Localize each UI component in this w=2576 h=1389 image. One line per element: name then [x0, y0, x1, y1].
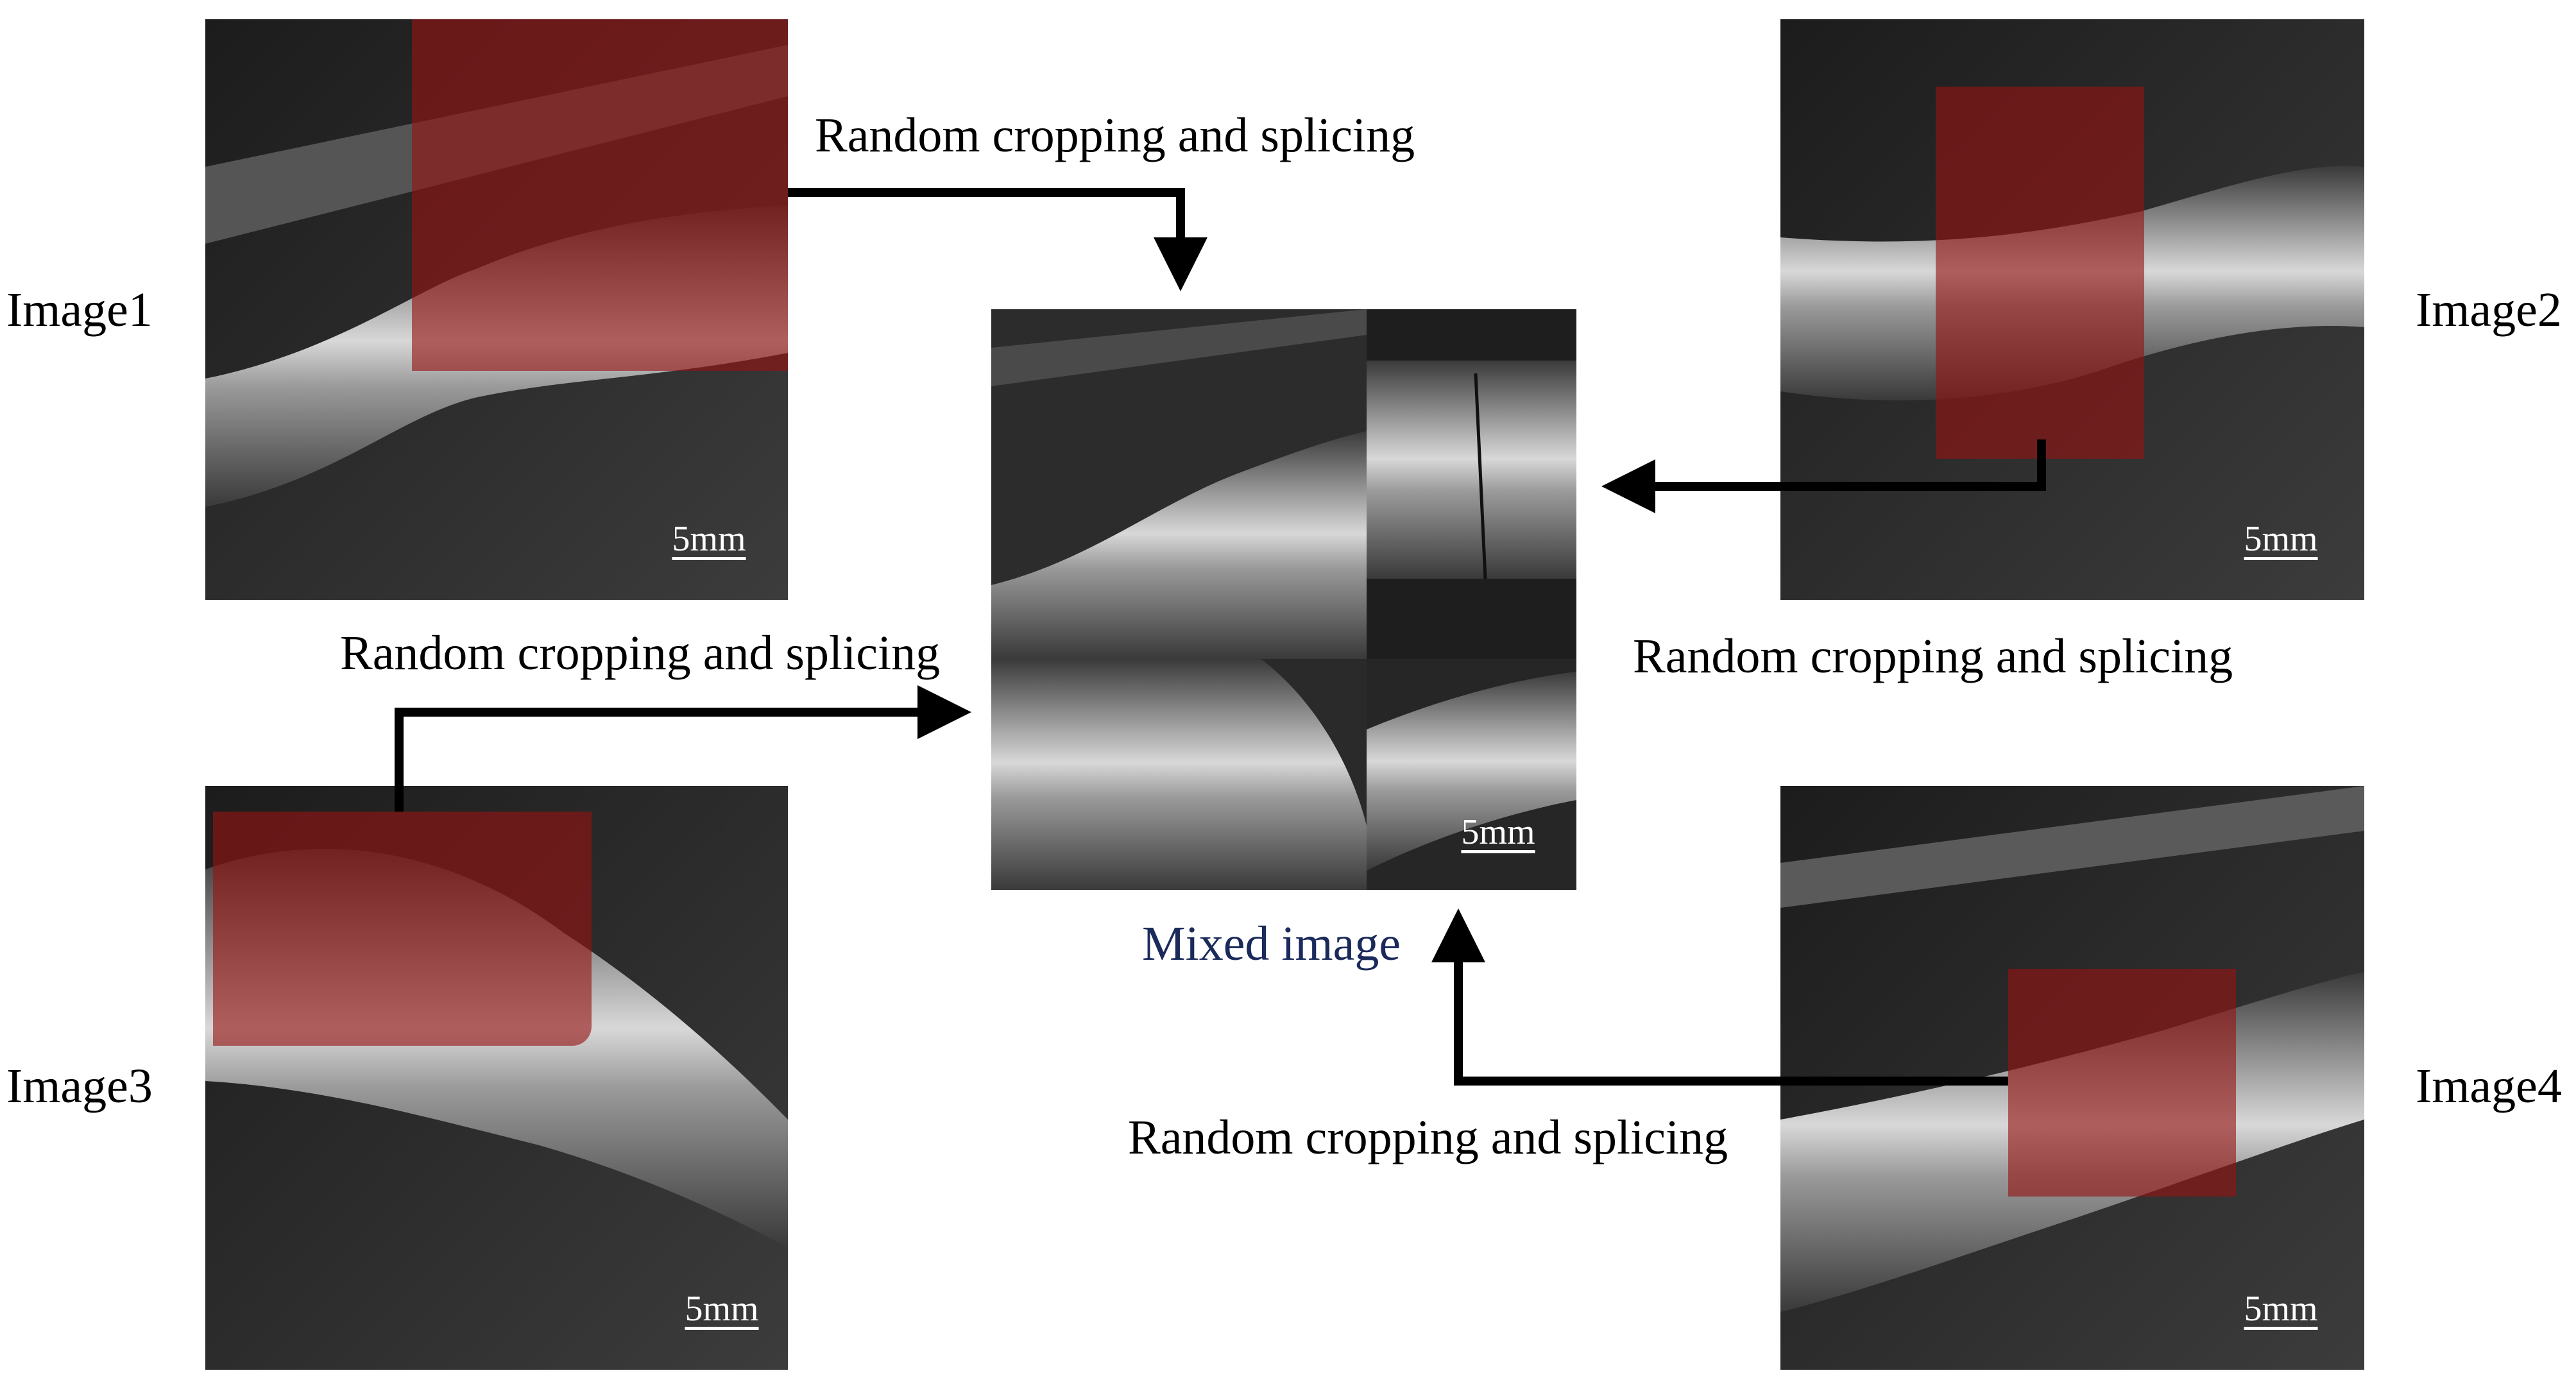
arrow-image1-to-mixed — [788, 188, 1207, 291]
label-image4: Image4 — [2416, 1059, 2562, 1113]
arrow-image2-to-mixed — [1601, 439, 2046, 513]
caption-mixed-image: Mixed image — [1142, 917, 1401, 971]
mixed-tile-1 — [991, 309, 1367, 659]
crop-region-3 — [213, 812, 592, 1046]
image1-panel: 5mm — [205, 19, 788, 600]
mixed-tile-4 — [1367, 659, 1576, 890]
mixed-tile-3 — [991, 659, 1367, 890]
scalebar-mixed: 5mm — [1444, 813, 1553, 851]
arrow-image3-to-mixed — [395, 685, 971, 812]
crop-region-2 — [1936, 87, 2144, 459]
scalebar-label: 5mm — [685, 1289, 759, 1329]
caption-crop-image1: Random cropping and splicing — [815, 108, 1415, 162]
scalebar-4: 5mm — [2226, 1290, 2335, 1328]
caption-crop-image4: Random cropping and splicing — [1128, 1111, 1728, 1164]
image3-panel: 5mm — [205, 786, 788, 1370]
scalebar-1: 5mm — [654, 520, 763, 558]
image2-panel: 5mm — [1780, 19, 2364, 600]
caption-crop-image3: Random cropping and splicing — [340, 626, 941, 680]
label-image1: Image1 — [6, 283, 153, 337]
crop-region-4 — [2008, 969, 2236, 1197]
caption-crop-image2: Random cropping and splicing — [1633, 629, 2233, 683]
scalebar-3: 5mm — [667, 1290, 776, 1328]
scalebar-label: 5mm — [2244, 1289, 2318, 1329]
arrow-image4-to-mixed — [1431, 908, 2008, 1086]
scalebar-label: 5mm — [672, 519, 746, 559]
mixed-tile-2 — [1367, 309, 1576, 659]
mixed-image-panel: 5mm — [991, 309, 1576, 890]
label-image2: Image2 — [2416, 283, 2562, 337]
crop-region-1 — [412, 19, 788, 371]
scalebar-2: 5mm — [2226, 520, 2335, 558]
label-image3: Image3 — [6, 1059, 153, 1113]
scalebar-label: 5mm — [2244, 519, 2318, 559]
scalebar-label: 5mm — [1461, 812, 1535, 852]
image4-panel: 5mm — [1780, 786, 2364, 1370]
